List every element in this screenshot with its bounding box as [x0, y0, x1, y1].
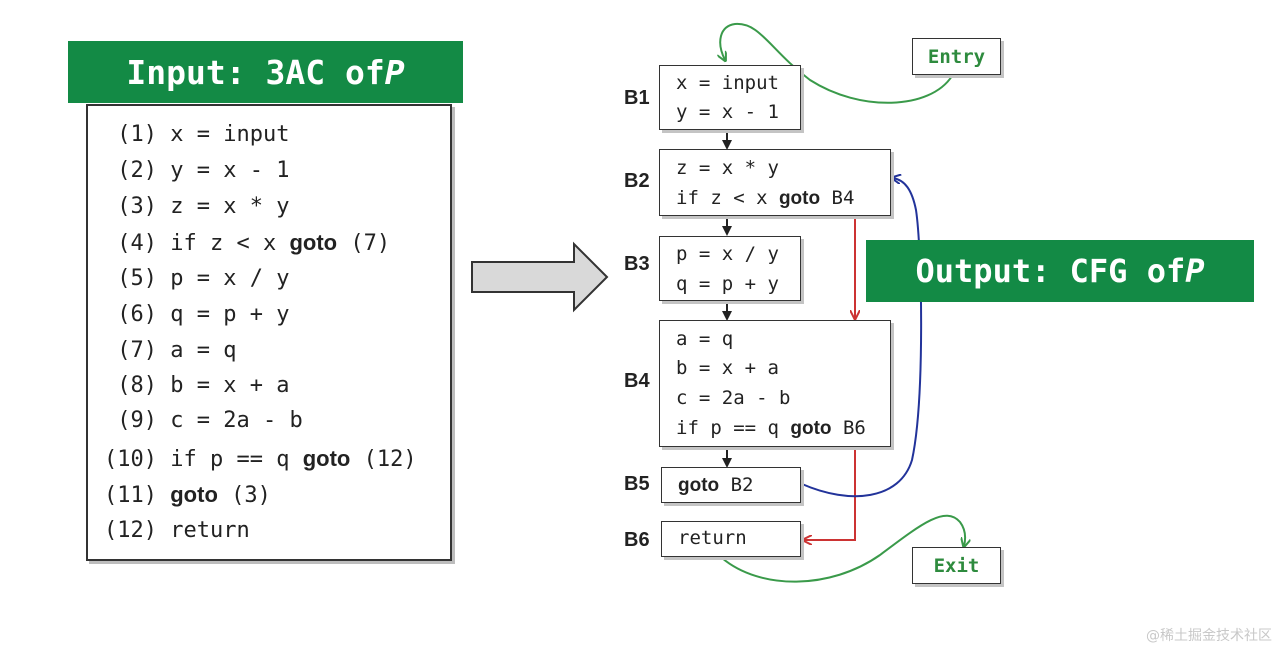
- block-line: if p == q goto B6: [676, 417, 866, 439]
- three-address-code-panel: (1) x = input (2) y = x - 1 (3) z = x * …: [86, 104, 452, 561]
- output-banner-var: P: [1185, 252, 1205, 290]
- block-label-b6: B6: [624, 529, 650, 551]
- basic-block-b5: goto B2: [661, 467, 801, 503]
- output-banner-label: Output: CFG of: [915, 252, 1186, 290]
- code-line: (2) y = x - 1: [104, 158, 290, 183]
- block-label-b4: B4: [624, 370, 650, 392]
- block-line: p = x / y: [676, 243, 779, 265]
- exit-node: Exit: [912, 547, 1001, 584]
- block-label-b1: B1: [624, 87, 650, 109]
- code-line: (6) q = p + y: [104, 302, 290, 327]
- code-line: (3) z = x * y: [104, 194, 290, 219]
- input-banner-var: P: [384, 52, 405, 92]
- watermark: @稀土掘金技术社区: [1146, 628, 1272, 644]
- input-banner: Input: 3AC of P: [68, 41, 463, 103]
- transform-arrow: [471, 241, 609, 313]
- block-label-b5: B5: [624, 473, 650, 495]
- block-line: b = x + a: [676, 357, 779, 379]
- basic-block-b3: p = x / y q = p + y: [659, 236, 801, 301]
- block-line: x = input: [676, 72, 779, 94]
- code-line: (8) b = x + a: [104, 373, 290, 398]
- code-line: (4) if z < x goto (7): [104, 230, 391, 256]
- code-line: (7) a = q: [104, 338, 237, 363]
- block-line: q = p + y: [676, 273, 779, 295]
- basic-block-b6: return: [661, 521, 801, 557]
- block-line: y = x - 1: [676, 101, 779, 123]
- code-line: (9) c = 2a - b: [104, 408, 303, 433]
- edge-entry-b1: [720, 22, 953, 104]
- edge-b5-b2: [801, 178, 923, 498]
- output-banner: Output: CFG of P: [866, 240, 1254, 302]
- code-line: (11) goto (3): [104, 482, 271, 508]
- code-line: (12) return: [104, 518, 250, 543]
- edge-b4-b6: [804, 448, 856, 540]
- basic-block-b2: z = x * y if z < x goto B4: [659, 149, 891, 216]
- basic-block-b4: a = q b = x + a c = 2a - b if p == q got…: [659, 320, 891, 447]
- block-line: z = x * y: [676, 157, 779, 179]
- block-line: return: [678, 527, 747, 549]
- basic-block-b1: x = input y = x - 1: [659, 65, 801, 130]
- block-line: if z < x goto B4: [676, 187, 855, 209]
- code-line: (1) x = input: [104, 122, 290, 147]
- block-line: goto B2: [678, 474, 754, 496]
- input-banner-label: Input: 3AC of: [126, 52, 385, 92]
- block-line: a = q: [676, 328, 734, 350]
- block-line: c = 2a - b: [676, 387, 791, 409]
- code-line: (5) p = x / y: [104, 266, 290, 291]
- entry-node: Entry: [912, 38, 1001, 75]
- block-label-b2: B2: [624, 170, 650, 192]
- block-label-b3: B3: [624, 253, 650, 275]
- code-line: (10) if p == q goto (12): [104, 446, 417, 472]
- edge-b6-exit: [721, 514, 965, 583]
